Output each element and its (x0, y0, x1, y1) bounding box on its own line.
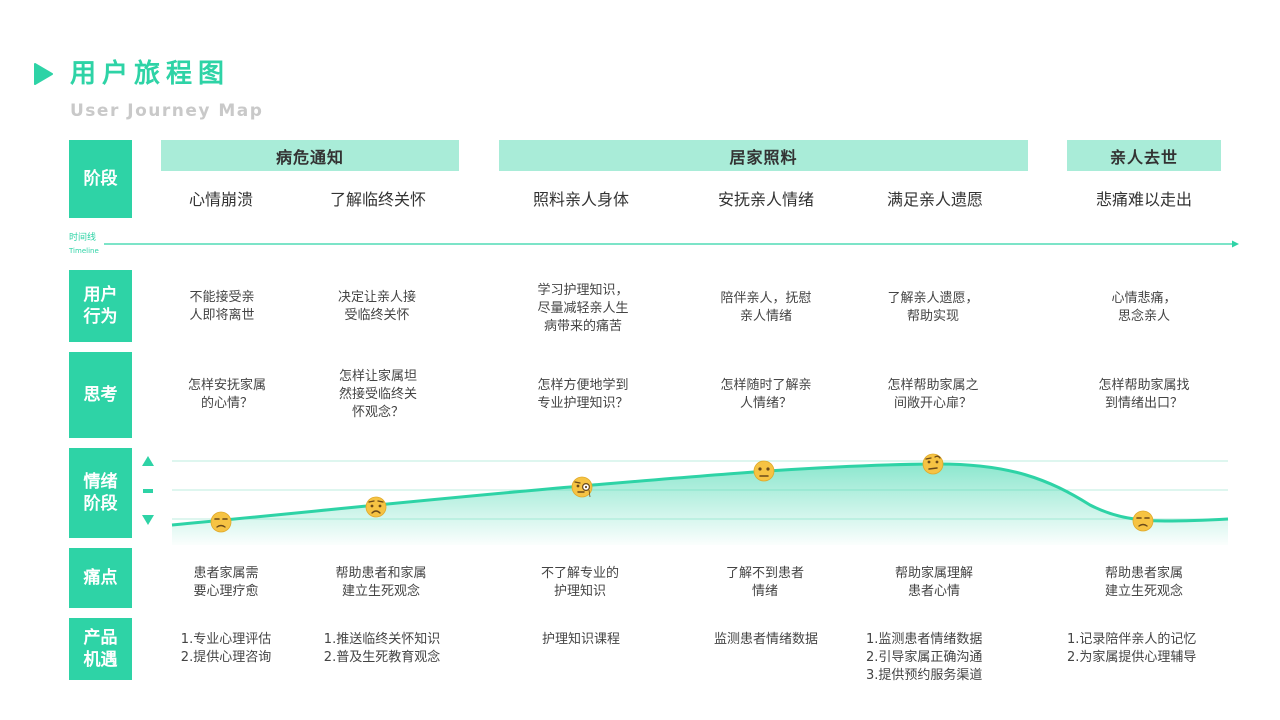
stage-bar-home-care: 居家照料 (499, 140, 1028, 171)
behavior-cell: 学习护理知识，尽量减轻亲人生病带来的痛苦 (537, 283, 629, 334)
stage-bar-critical-notice: 病危通知 (161, 140, 459, 171)
thinking-cell: 怎样帮助家属之间敞开心扉？ (887, 378, 979, 411)
sub-stage: 心情崩溃 (188, 190, 253, 209)
pain-point-cell: 帮助患者和家属建立生死观念 (335, 566, 427, 599)
behavior-cell: 心情悲痛，思念亲人 (1111, 291, 1177, 324)
opportunity-cell: 护理知识课程 (541, 632, 620, 647)
stage-bar-bereavement: 亲人去世 (1067, 140, 1221, 171)
row-label-behavior: 用户行为 (69, 270, 132, 342)
timeline-label-cn: 时间线 (69, 233, 97, 243)
thinking-cell: 怎样随时了解亲人情绪？ (720, 378, 812, 411)
behavior-cell: 了解亲人遗愿，帮助实现 (887, 291, 979, 324)
page-title: 用户旅程图 (70, 59, 231, 89)
play-triangle-icon (34, 63, 53, 85)
timeline-label-en: Timeline (69, 247, 99, 255)
sub-stage: 悲痛难以走出 (1095, 190, 1192, 209)
row-label-stage: 阶段 (69, 140, 132, 218)
monocle-face-icon (571, 476, 593, 498)
thinking-cell: 怎样让家属坦然接受临终关怀观念？ (338, 369, 417, 420)
thinking-cell: 怎样帮助家属找到情绪出口？ (1098, 378, 1190, 411)
pain-point-cell: 患者家属需要心理疗愈 (193, 566, 259, 599)
pain-point-cell: 了解不到患者情绪 (725, 566, 804, 599)
worried-face-icon (365, 496, 387, 518)
dash-icon (143, 489, 153, 493)
sub-stage: 满足亲人遗愿 (886, 190, 983, 209)
sub-stage: 照料亲人身体 (532, 190, 629, 209)
thinking-cell: 怎样安抚家属的心情？ (187, 378, 266, 411)
unamused-face-icon (210, 511, 232, 533)
row-label-thinking: 思考 (69, 352, 132, 438)
sub-stage: 了解临终关怀 (329, 190, 426, 209)
thinking-cell: 怎样方便地学到专业护理知识？ (537, 378, 629, 411)
row-label-pain-points: 痛点 (69, 548, 132, 608)
opportunity-cell: 监测患者情绪数据 (713, 632, 818, 647)
pain-point-cell: 帮助家属理解患者心情 (894, 566, 973, 599)
page-subtitle: User Journey Map (70, 101, 264, 121)
raised-eyebrow-face-icon (922, 453, 944, 475)
emotion-area (172, 463, 1228, 545)
triangle-up-icon (142, 456, 154, 466)
behavior-cell: 不能接受亲人即将离世 (189, 290, 255, 323)
row-label-opportunities: 产品机遇 (69, 618, 132, 680)
triangle-down-icon (142, 515, 154, 525)
behavior-cell: 陪伴亲人，抚慰亲人情绪 (720, 291, 812, 324)
sub-stage: 安抚亲人情绪 (717, 190, 814, 209)
pain-point-cell: 不了解专业的护理知识 (540, 566, 619, 599)
unamused-face-icon (1132, 510, 1154, 532)
behavior-cell: 决定让亲人接受临终关怀 (337, 290, 416, 323)
neutral-face-icon (753, 460, 775, 482)
row-label-emotion: 情绪阶段 (69, 448, 132, 538)
pain-point-cell: 帮助患者家属建立生死观念 (1104, 566, 1183, 599)
